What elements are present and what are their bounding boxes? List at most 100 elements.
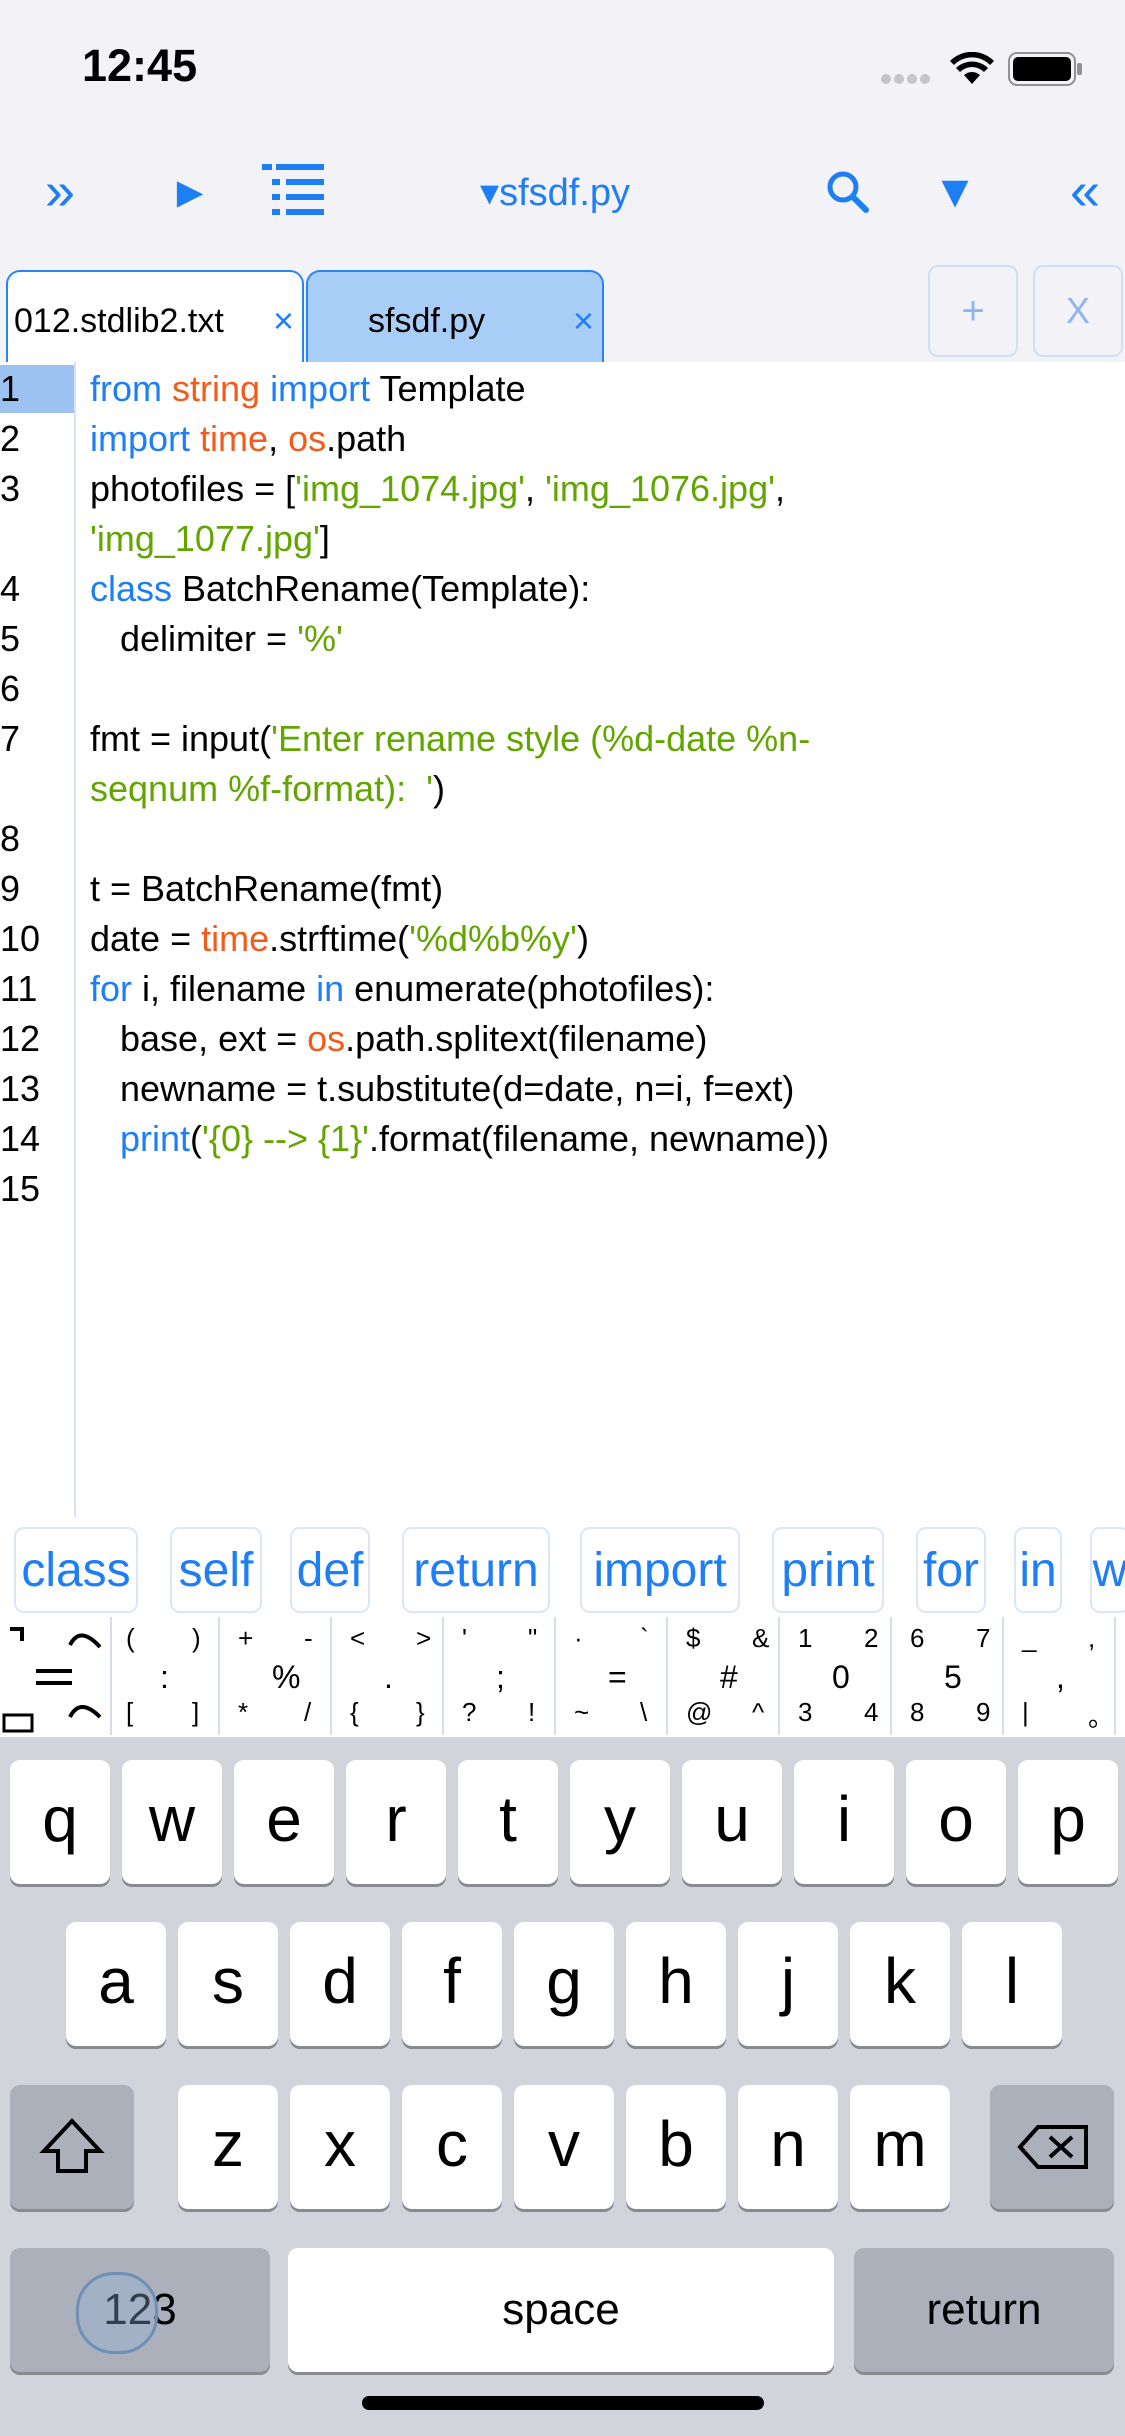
key-s[interactable]: s xyxy=(178,1922,278,2046)
suggestion-print[interactable]: print xyxy=(772,1527,884,1613)
key-p[interactable]: p xyxy=(1018,1760,1118,1884)
code-line: date = time.strftime('%d%b%y') xyxy=(90,918,589,959)
line-number: 6 xyxy=(0,668,21,709)
outline-list-icon[interactable] xyxy=(262,162,326,227)
line-number: 9 xyxy=(0,868,21,909)
home-indicator xyxy=(362,2396,764,2410)
line-number: 2 xyxy=(0,418,21,459)
run-button[interactable]: ► xyxy=(168,168,212,217)
key-h[interactable]: h xyxy=(626,1922,726,2046)
suggestion-w[interactable]: w xyxy=(1090,1527,1125,1613)
code-line: newname = t.substitute(d=date, n=i, f=ex… xyxy=(90,1068,795,1109)
code-line: photofiles = ['img_1074.jpg', 'img_1076.… xyxy=(90,468,785,509)
suggestion-class[interactable]: class xyxy=(14,1527,138,1613)
tab-undo-redo-key[interactable] xyxy=(0,1617,112,1735)
key-y[interactable]: y xyxy=(570,1760,670,1884)
key-m[interactable]: m xyxy=(850,2085,950,2209)
line-number: 7 xyxy=(0,718,21,759)
key-a[interactable]: a xyxy=(66,1922,166,2046)
key-v[interactable]: v xyxy=(514,2085,614,2209)
code-line: print('{0} --> {1}'.format(filename, new… xyxy=(120,1118,830,1159)
suggestion-import[interactable]: import xyxy=(580,1527,740,1613)
key-i[interactable]: i xyxy=(794,1760,894,1884)
line-number: 1 xyxy=(0,368,21,409)
code-line: fmt = input('Enter rename style (%d-date… xyxy=(90,718,811,759)
code-line: seqnum %f-format): ') xyxy=(90,768,445,809)
search-icon[interactable] xyxy=(826,170,870,219)
line-number: 14 xyxy=(0,1118,41,1159)
symbol-key[interactable]: +-%*/ xyxy=(224,1617,332,1735)
space-key[interactable]: space xyxy=(288,2248,834,2372)
symbol-key[interactable]: _,,|。 xyxy=(1008,1617,1116,1735)
key-q[interactable]: q xyxy=(10,1760,110,1884)
key-e[interactable]: e xyxy=(234,1760,334,1884)
code-line: 'img_1077.jpg'] xyxy=(90,518,330,559)
code-editor[interactable] xyxy=(0,362,1125,1517)
line-number: 13 xyxy=(0,1068,41,1109)
suggestion-bar xyxy=(0,1517,1125,1617)
suggestion-return[interactable]: return xyxy=(402,1527,550,1613)
battery-icon xyxy=(1008,52,1084,91)
code-line: import time, os.path xyxy=(90,418,407,459)
symbol-row xyxy=(0,1617,1125,1737)
suggestion-in[interactable]: in xyxy=(1014,1527,1062,1613)
key-k[interactable]: k xyxy=(850,1922,950,2046)
code-line: from string import Template xyxy=(90,368,526,409)
key-t[interactable]: t xyxy=(458,1760,558,1884)
tab-close-icon[interactable]: × xyxy=(273,300,295,341)
key-x[interactable]: x xyxy=(290,2085,390,2209)
keyboard-globe-overlay-icon xyxy=(76,2272,158,2354)
key-r[interactable]: r xyxy=(346,1760,446,1884)
key-l[interactable]: l xyxy=(962,1922,1062,2046)
code-line: delimiter = '%' xyxy=(90,618,343,659)
signal-icon xyxy=(880,72,932,91)
key-g[interactable]: g xyxy=(514,1922,614,2046)
suggestion-self[interactable]: self xyxy=(170,1527,262,1613)
current-line-highlight xyxy=(0,365,74,413)
symbol-key[interactable]: '";?! xyxy=(448,1617,556,1735)
symbol-key[interactable]: ():[] xyxy=(112,1617,220,1735)
key-u[interactable]: u xyxy=(682,1760,782,1884)
key-n[interactable]: n xyxy=(738,2085,838,2209)
code-line: class BatchRename(Template): xyxy=(90,568,591,609)
key-z[interactable]: z xyxy=(178,2085,278,2209)
line-number: 3 xyxy=(0,468,21,509)
line-number: 11 xyxy=(0,968,38,1009)
code-line: t = BatchRename(fmt) xyxy=(90,868,444,909)
suggestion-for[interactable]: for xyxy=(916,1527,986,1613)
dropdown-triangle-icon[interactable]: ▼ xyxy=(932,165,978,217)
symbol-key[interactable]: <>.{} xyxy=(336,1617,444,1735)
key-j[interactable]: j xyxy=(738,1922,838,2046)
return-key[interactable]: return xyxy=(854,2248,1114,2372)
add-tab-button[interactable]: + xyxy=(928,265,1018,357)
collapse-button[interactable]: « xyxy=(1069,161,1101,221)
symbol-key[interactable]: ·`=~\ xyxy=(560,1617,668,1735)
symbol-key[interactable]: $&#@^ xyxy=(672,1617,780,1735)
line-number: 8 xyxy=(0,818,21,859)
key-o[interactable]: o xyxy=(906,1760,1006,1884)
line-number: 15 xyxy=(0,1168,41,1209)
line-number: 4 xyxy=(0,568,21,609)
wifi-icon xyxy=(950,51,994,91)
key-b[interactable]: b xyxy=(626,2085,726,2209)
key-f[interactable]: f xyxy=(402,1922,502,2046)
tab-close-icon[interactable]: × xyxy=(573,300,595,341)
tab-stdlib2[interactable]: 012.stdlib2.txt × xyxy=(6,270,304,364)
tab-label: 012.stdlib2.txt xyxy=(14,302,224,340)
key-w[interactable]: w xyxy=(122,1760,222,1884)
suggestion-def[interactable]: def xyxy=(290,1527,370,1613)
backspace-key[interactable] xyxy=(990,2085,1114,2209)
close-tab-button[interactable]: X xyxy=(1033,265,1123,357)
shift-key[interactable] xyxy=(10,2085,134,2209)
gutter-divider xyxy=(74,362,76,1517)
file-title-dropdown[interactable]: ▾sfsdf.py xyxy=(480,172,631,214)
key-c[interactable]: c xyxy=(402,2085,502,2209)
code-line: for i, filename in enumerate(photofiles)… xyxy=(90,968,715,1009)
indent-button[interactable]: » xyxy=(44,161,76,221)
status-time: 12:45 xyxy=(82,40,198,91)
line-number: 5 xyxy=(0,618,21,659)
key-d[interactable]: d xyxy=(290,1922,390,2046)
tab-sfsdf[interactable]: sfsdf.py × xyxy=(306,270,604,364)
